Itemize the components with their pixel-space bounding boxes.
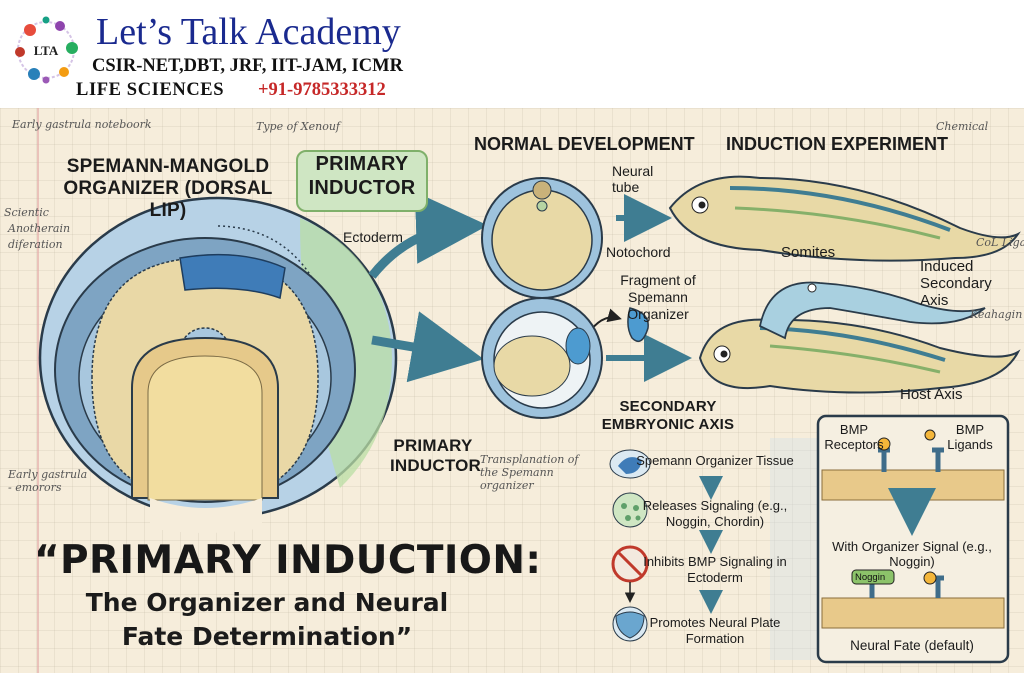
note-notebook: Early gastrula noteboork	[12, 118, 152, 131]
induced-axis-label: Induced Secondary Axis	[920, 258, 992, 309]
logo-text: LTA	[34, 43, 59, 58]
note-scientific: Scientic	[4, 206, 49, 219]
host-axis-label: Host Axis	[900, 386, 963, 403]
primary-inductor-box	[296, 150, 428, 212]
note-col-ligands: CoL Ligands	[976, 236, 1024, 249]
ectoderm-label: Ectoderm	[343, 229, 403, 245]
note-keahagin: Keahagin	[970, 308, 1023, 321]
fragment-label: Fragment of Spemann Organizer	[620, 272, 696, 322]
subheadline-line1: The Organizer and Neural	[85, 588, 449, 617]
pathway-step: Inhibits BMP Signaling in Ectoderm	[643, 554, 787, 585]
note-early-gastrula: Early gastrula - emorors	[8, 468, 88, 494]
pathway-step: Promotes Neural Plate Formation	[649, 615, 781, 646]
note-diferation: diferation	[8, 238, 63, 251]
note-chemical: Chemical	[936, 120, 989, 133]
subheadline-line2: Fate Determination”	[121, 622, 413, 651]
primary-inductor-label: PRIMARY INDUCTOR	[390, 436, 482, 475]
exam-list: CSIR-NET,DBT, JRF, IIT-JAM, ICMR	[92, 56, 403, 76]
normal-tadpole	[668, 175, 1021, 262]
academy-logo-icon: LTA	[15, 16, 78, 84]
organizer-fragment	[627, 307, 649, 343]
pathway-icons	[609, 449, 723, 642]
notochord-label: Notochord	[606, 244, 671, 260]
experiment-embryo-cross-section	[481, 297, 603, 419]
neural-fate-label: Neural Fate (default)	[850, 638, 974, 653]
somites-label: Somites	[781, 244, 836, 261]
normal-embryo-cross-section	[481, 177, 603, 299]
pathway-step: Releases Signaling (e.g., Noggin, Chordi…	[642, 498, 788, 529]
organizer-signal-label: With Organizer Signal (e.g., Noggin)	[832, 539, 992, 569]
secondary-axis-label: SECONDARY EMBRYONIC AXIS	[601, 398, 735, 433]
headline: “PRIMARY INDUCTION:	[34, 538, 542, 583]
gastrula-embryo	[38, 196, 398, 533]
signaling-panel	[770, 414, 1010, 664]
subject-label: LIFE SCIENCES	[76, 80, 225, 100]
normal-development-heading: NORMAL DEVELOPMENT	[474, 134, 695, 154]
header-banner: LTA Let’s Talk Academy CSIR-NET,DBT, JRF…	[0, 0, 1024, 108]
pathway-step: Spemann Organizer Tissue	[636, 453, 794, 468]
induction-experiment-heading: INDUCTION EXPERIMENT	[726, 134, 949, 154]
phone-number[interactable]: +91-9785333312	[258, 80, 386, 100]
induced-tadpole	[698, 281, 1021, 394]
brand-name: Let’s Talk Academy	[96, 11, 401, 53]
primary-inductor-title: PRIMARY INDUCTOR	[308, 153, 416, 199]
diagram-artwork	[37, 108, 1021, 673]
note-anotherain: Anotherain	[8, 222, 71, 235]
diagram-poster: SPEMANN-MANGOLD ORGANIZER (DORSAL LIP) P…	[0, 108, 1024, 673]
arrows	[368, 191, 692, 383]
neural-tube-label: Neural tube	[612, 163, 654, 195]
spemann-title: SPEMANN-MANGOLD ORGANIZER (DORSAL LIP)	[63, 156, 273, 221]
note-type: Type of Xenouf	[256, 120, 340, 133]
noggin-label: Noggin	[855, 572, 886, 583]
bmp-ligands-label: BMP Ligands	[947, 422, 993, 452]
bmp-receptors-label: BMP Receptors	[824, 422, 884, 452]
note-transplanation: Transplanation of the Spemann organizer	[480, 453, 579, 492]
